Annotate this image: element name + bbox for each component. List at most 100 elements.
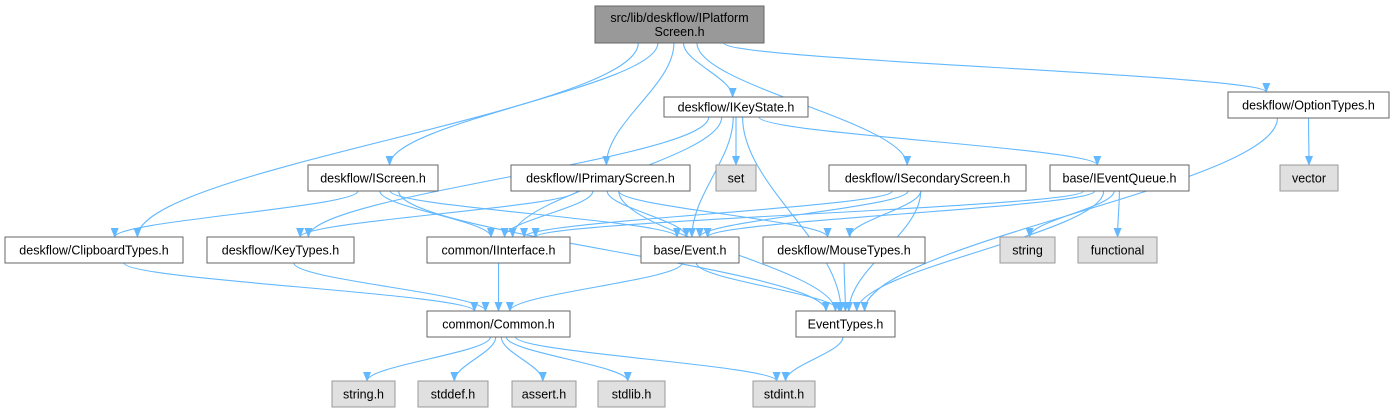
- edge-ieventqueue-to-event: [703, 190, 1096, 238]
- node-label: common/IInterface.h: [442, 244, 556, 258]
- edge-line: [781, 336, 844, 382]
- node-box: [715, 164, 757, 192]
- edge-iprimaryscreen-to-mousetypes: [618, 190, 832, 238]
- node-label: deskflow/OptionTypes.h: [1242, 99, 1375, 113]
- node-deskflow-clipboardtypes-h[interactable]: deskflow/ClipboardTypes.h: [4, 236, 184, 264]
- edge-ieventqueue-to-eventtypes: [852, 190, 1105, 312]
- node-box: [331, 380, 396, 408]
- edge-iprimaryscreen-to-event: [606, 190, 691, 238]
- edge-root-to-clipboardtypes: [133, 42, 639, 238]
- edge-line: [389, 190, 681, 238]
- node-box: [795, 310, 896, 338]
- node-label: deskflow/IKeyState.h: [678, 101, 795, 115]
- edge-line: [123, 262, 479, 312]
- node-functional: functional: [1077, 236, 1158, 264]
- edge-line: [723, 42, 1271, 93]
- edge-keytypes-to-common: [293, 262, 490, 312]
- edge-line: [1025, 190, 1115, 238]
- node-deskflow-isecondaryscreen-h[interactable]: deskflow/ISecondaryScreen.h: [828, 164, 1027, 192]
- edge-line: [531, 190, 1085, 238]
- edge-line: [296, 190, 578, 238]
- node-deskflow-keytypes-h[interactable]: deskflow/KeyTypes.h: [206, 236, 355, 264]
- edge-line: [841, 262, 850, 312]
- edge-ikeystate-to-event: [687, 116, 734, 238]
- node-deskflow-iprimaryscreen-h[interactable]: deskflow/IPrimaryScreen.h: [510, 164, 691, 192]
- edge-line: [682, 42, 737, 98]
- edge-line: [618, 190, 832, 238]
- edge-line: [606, 190, 691, 238]
- edge-eventtypes-to-stdint: [781, 336, 844, 382]
- node-box: [426, 236, 571, 264]
- edge-line: [506, 262, 683, 312]
- edge-line: [514, 336, 781, 382]
- node-label: EventTypes.h: [808, 318, 884, 332]
- node-box: [640, 236, 740, 264]
- node-base-event-h[interactable]: base/Event.h: [640, 236, 740, 264]
- edge-ieventqueue-to-string: [1025, 190, 1115, 238]
- edge-root-to-iprimaryscreen: [602, 42, 675, 166]
- node-label: string: [1012, 244, 1043, 258]
- edge-common-to-assert: [500, 336, 547, 382]
- edge-clipboardtypes-to-common: [123, 262, 479, 312]
- edge-line: [500, 336, 547, 382]
- node-label: deskflow/KeyTypes.h: [222, 244, 339, 258]
- node-label: string.h: [343, 388, 384, 402]
- edge-line: [505, 336, 632, 382]
- node-box: [1227, 91, 1390, 119]
- node-common-common-h[interactable]: common/Common.h: [426, 310, 571, 338]
- edge-iscreen-to-eventtypes: [398, 190, 830, 312]
- edge-line: [758, 116, 1102, 166]
- node-deskflow-ikeystate-h[interactable]: deskflow/IKeyState.h: [663, 96, 809, 118]
- node-box: [663, 96, 809, 118]
- edge-line: [852, 190, 1105, 312]
- node-stddef-h: stddef.h: [417, 380, 489, 408]
- node-label: base/Event.h: [654, 244, 727, 258]
- node-box: [206, 236, 355, 264]
- node-label: stdint.h: [764, 388, 804, 402]
- edge-line: [293, 262, 490, 312]
- node-box: [1077, 236, 1158, 264]
- node-common-iinterface-h[interactable]: common/IInterface.h: [426, 236, 571, 264]
- node-label: Screen.h: [654, 25, 704, 39]
- edge-mousetypes-to-eventtypes: [841, 262, 850, 312]
- edge-iscreen-to-event: [389, 190, 681, 238]
- node-box: [597, 380, 666, 408]
- edge-ikeystate-to-keytypes: [304, 116, 710, 238]
- node-label: stddef.h: [431, 388, 476, 402]
- node-eventtypes-h[interactable]: EventTypes.h: [795, 310, 896, 338]
- edge-isecondaryscreen-to-mousetypes: [845, 190, 922, 238]
- node-deskflow-optiontypes-h[interactable]: deskflow/OptionTypes.h: [1227, 91, 1390, 119]
- edge-line: [520, 190, 893, 238]
- edge-line: [110, 190, 359, 238]
- node-box: [1279, 164, 1339, 192]
- node-box: [999, 236, 1056, 264]
- edge-ikeystate-to-ieventqueue: [758, 116, 1102, 166]
- node-label: deskflow/IScreen.h: [320, 172, 426, 186]
- node-label: deskflow/ClipboardTypes.h: [19, 244, 168, 258]
- node-string: string: [999, 236, 1056, 264]
- edge-line: [687, 116, 734, 238]
- node-deskflow-iscreen-h[interactable]: deskflow/IScreen.h: [307, 164, 439, 192]
- edge-line: [845, 190, 922, 238]
- edge-line: [398, 190, 830, 312]
- node-deskflow-mousetypes-h[interactable]: deskflow/MouseTypes.h: [762, 236, 926, 264]
- edge-common-to-stddef: [450, 336, 497, 382]
- node-set: set: [715, 164, 757, 192]
- node-base-ieventqueue-h[interactable]: base/IEventQueue.h: [1049, 164, 1190, 192]
- edge-line: [742, 116, 845, 312]
- edge-iprimaryscreen-to-iinterface: [500, 190, 594, 238]
- node-box: [511, 380, 577, 408]
- edge-root-to-optiontypes: [723, 42, 1271, 93]
- node-box: [762, 236, 926, 264]
- node-assert-h: assert.h: [511, 380, 577, 408]
- node-box: [4, 236, 184, 264]
- edge-line: [450, 336, 497, 382]
- node-stdlib-h: stdlib.h: [597, 380, 666, 408]
- edge-isecondaryscreen-to-iinterface: [520, 190, 893, 238]
- node-stdint-h: stdint.h: [752, 380, 816, 408]
- edge-event-to-common: [506, 262, 683, 312]
- edge-line: [695, 262, 844, 312]
